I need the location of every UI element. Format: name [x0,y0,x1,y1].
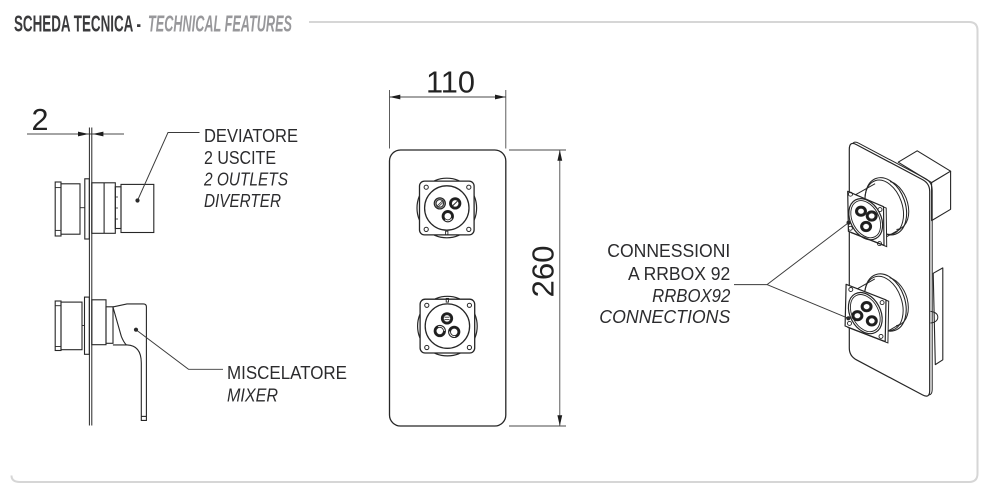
svg-text:110: 110 [426,65,475,100]
svg-text:CONNECTIONS: CONNECTIONS [599,306,731,327]
svg-text:CONNESSIONI: CONNESSIONI [607,240,730,261]
svg-text:MISCELATORE: MISCELATORE [227,362,347,383]
svg-text:DIVERTER: DIVERTER [204,190,281,211]
svg-text:260: 260 [526,246,561,298]
svg-text:2: 2 [32,102,49,137]
svg-text:A RRBOX 92: A RRBOX 92 [628,263,730,284]
svg-text:DEVIATORE: DEVIATORE [204,125,298,146]
svg-text:SCHEDA TECNICA -: SCHEDA TECNICA - [14,11,141,37]
svg-text:2 OUTLETS: 2 OUTLETS [203,168,288,189]
svg-text:MIXER: MIXER [227,385,278,406]
svg-text:RRBOX92: RRBOX92 [652,285,731,306]
svg-text:TECHNICAL FEATURES: TECHNICAL FEATURES [148,11,292,37]
svg-text:2 USCITE: 2 USCITE [204,147,276,168]
